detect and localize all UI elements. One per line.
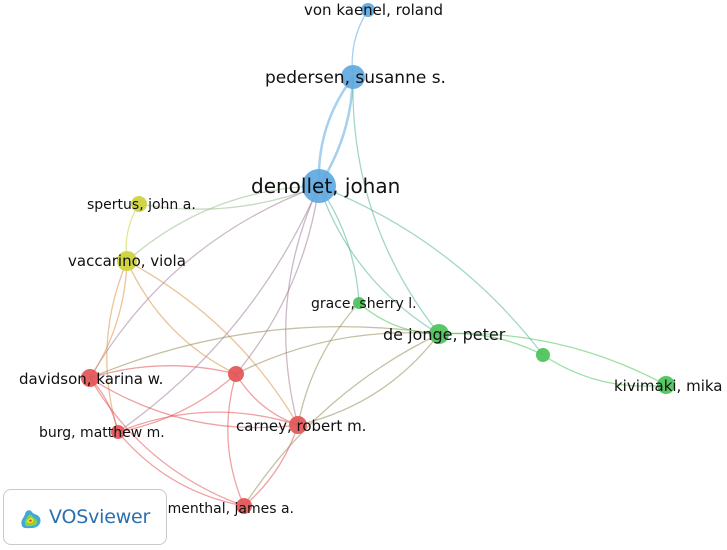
node-label-grace[interactable]: grace, sherry l.	[311, 296, 417, 312]
edge-denollet-redhub	[235, 185, 320, 375]
node-label-carney[interactable]: carney, robert m.	[236, 417, 366, 435]
edge-denollet-spertus	[138, 185, 320, 210]
edge-carney-burg	[117, 411, 299, 433]
edge-redhub-dejonge	[235, 332, 440, 375]
node-kivimaki[interactable]	[657, 376, 675, 394]
edge-pedersen-denollet	[317, 76, 354, 187]
node-spertus[interactable]	[131, 196, 147, 212]
edge-greenhub-kivimaki	[542, 354, 667, 387]
node-label-denollet[interactable]: denollet, johan	[251, 174, 400, 198]
edge-carney-blumenthal	[243, 424, 299, 507]
node-denollet[interactable]	[302, 169, 336, 203]
node-grace[interactable]	[353, 297, 365, 309]
node-label-dejonge[interactable]: de jonge, peter	[383, 325, 506, 344]
node-label-vaccarino[interactable]: vaccarino, viola	[68, 252, 186, 270]
edge-denollet-grace	[318, 185, 360, 304]
node-vonkaenel[interactable]	[361, 3, 375, 17]
node-redhub[interactable]	[228, 366, 244, 382]
nodes-layer	[81, 3, 675, 514]
node-pedersen[interactable]	[341, 65, 365, 89]
node-vaccarino[interactable]	[117, 251, 137, 271]
edge-vaccarino-redhub	[126, 260, 237, 375]
node-label-pedersen[interactable]: pedersen, susanne s.	[265, 68, 446, 88]
node-carney[interactable]	[289, 416, 307, 434]
node-greenhub[interactable]	[536, 348, 550, 362]
edge-carney-grace	[297, 302, 360, 426]
edge-denollet-burg	[117, 185, 320, 433]
edge-vaccarino-davidson	[89, 260, 128, 379]
node-dejonge[interactable]	[429, 324, 449, 344]
edge-denollet-vaccarino	[126, 185, 320, 262]
node-label-davidson[interactable]: davidson, karina w.	[19, 370, 163, 388]
edge-blumenthal-dejonge	[243, 333, 440, 507]
edge-davidson-redhub	[89, 365, 237, 379]
edge-davidson-blumenthal	[89, 377, 245, 507]
vosviewer-logo: VOSviewer	[3, 489, 167, 545]
edge-carney-dejonge	[297, 333, 440, 426]
vosviewer-logo-text: VOSviewer	[49, 506, 151, 528]
node-label-kivimaki[interactable]: kivimaki, mika	[614, 377, 723, 395]
edge-redhub-blumenthal	[227, 373, 245, 507]
edge-burg-blumenthal	[117, 431, 245, 507]
edge-denollet-dejonge	[318, 185, 440, 335]
edge-vaccarino-carney	[126, 260, 299, 426]
edge-denollet-davidson	[89, 185, 320, 379]
node-burg[interactable]	[111, 425, 125, 439]
node-davidson[interactable]	[81, 369, 99, 387]
edge-dejonge-kivimaki	[438, 332, 667, 386]
edge-davidson-carney	[89, 377, 299, 429]
edge-pedersen-dejonge	[352, 76, 440, 335]
edge-denollet-carney	[285, 185, 320, 426]
vosviewer-heatmap-icon	[21, 510, 41, 529]
node-blumenthal[interactable]	[236, 498, 252, 514]
edge-redhub-burg	[117, 373, 237, 433]
node-label-burg[interactable]: burg, matthew m.	[39, 425, 165, 441]
node-label-blumenthal[interactable]: blumenthal, james a.	[146, 501, 294, 517]
edge-davidson-dejonge	[89, 325, 440, 379]
node-label-spertus[interactable]: spertus, john a.	[87, 197, 196, 213]
edge-denollet-greenhub	[318, 185, 544, 356]
node-label-vonkaenel[interactable]: von kaenel, roland	[304, 1, 443, 19]
labels-layer: von kaenel, roland pedersen, susanne s. de…	[19, 1, 723, 517]
